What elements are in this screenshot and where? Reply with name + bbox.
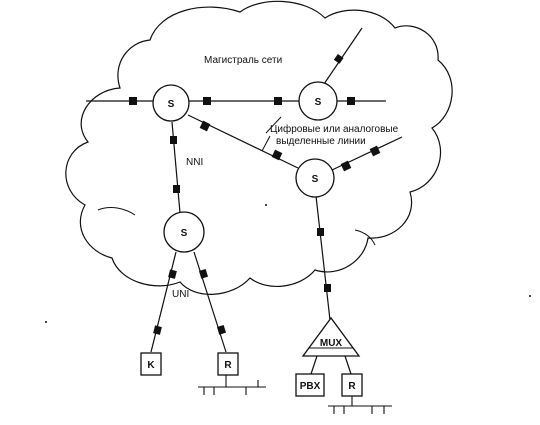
terminal-r-right: R: [341, 373, 363, 397]
backbone-label: Магистраль сети: [204, 55, 282, 66]
nni-label: NNI: [186, 157, 203, 168]
leased-lines-label-line1: Цифровые или аналоговые: [270, 123, 399, 135]
port-marker: [271, 149, 283, 161]
link-s2-up: [323, 27, 363, 85]
port-markers: [129, 54, 381, 335]
switch-label: S: [168, 99, 175, 110]
port-marker: [203, 97, 211, 105]
port-marker: [173, 185, 180, 193]
port-marker: [129, 97, 137, 105]
terminal-r-label: R: [348, 381, 356, 392]
link-mux-pbx: [310, 355, 318, 375]
label-pointer: [265, 116, 282, 134]
port-marker: [168, 269, 177, 279]
switch-node-2: S: [298, 81, 338, 121]
terminal-pbx-label: PBX: [300, 381, 321, 392]
switch-node-4: S: [163, 211, 205, 253]
port-marker: [153, 325, 162, 335]
link-s3-mux: [315, 195, 331, 321]
port-marker: [347, 97, 355, 105]
port-marker: [340, 160, 352, 172]
terminal-r-left: R: [217, 352, 239, 376]
switch-node-1: S: [152, 84, 190, 122]
cloud-arc: [354, 229, 376, 246]
terminal-k-label: K: [147, 360, 155, 371]
port-marker: [170, 136, 177, 144]
link-s1-s4: [171, 121, 181, 214]
switch-node-3: S: [295, 158, 335, 198]
port-marker: [198, 269, 208, 279]
port-marker: [216, 325, 226, 335]
local-bus-left: [198, 375, 266, 395]
cloud-arc: [97, 207, 136, 216]
stray-dot: [265, 204, 267, 206]
port-marker: [274, 97, 282, 105]
mux-node: MUX: [301, 316, 361, 357]
terminal-r-label: R: [224, 360, 232, 371]
port-marker: [333, 54, 344, 64]
stray-dot: [45, 321, 47, 323]
link-mux-r: [344, 355, 352, 375]
terminal-pbx: PBX: [295, 373, 325, 397]
port-marker: [369, 145, 381, 157]
switch-label: S: [312, 174, 319, 185]
stray-dot: [529, 295, 531, 297]
switch-label: S: [315, 97, 322, 108]
uni-label: UNI: [172, 289, 189, 300]
port-marker: [324, 284, 331, 292]
leased-lines-label-line2: выделенные линии: [276, 136, 366, 147]
port-marker: [199, 120, 211, 132]
link-s4-k: [150, 251, 177, 353]
link-s4-r: [193, 251, 227, 353]
local-bus-right: [328, 396, 392, 414]
network-cloud: [65, 0, 453, 295]
terminal-k: K: [140, 352, 162, 376]
mux-label: MUX: [320, 338, 343, 349]
switch-label: S: [181, 228, 188, 239]
label-pointer: [261, 135, 271, 152]
port-marker: [317, 228, 324, 236]
